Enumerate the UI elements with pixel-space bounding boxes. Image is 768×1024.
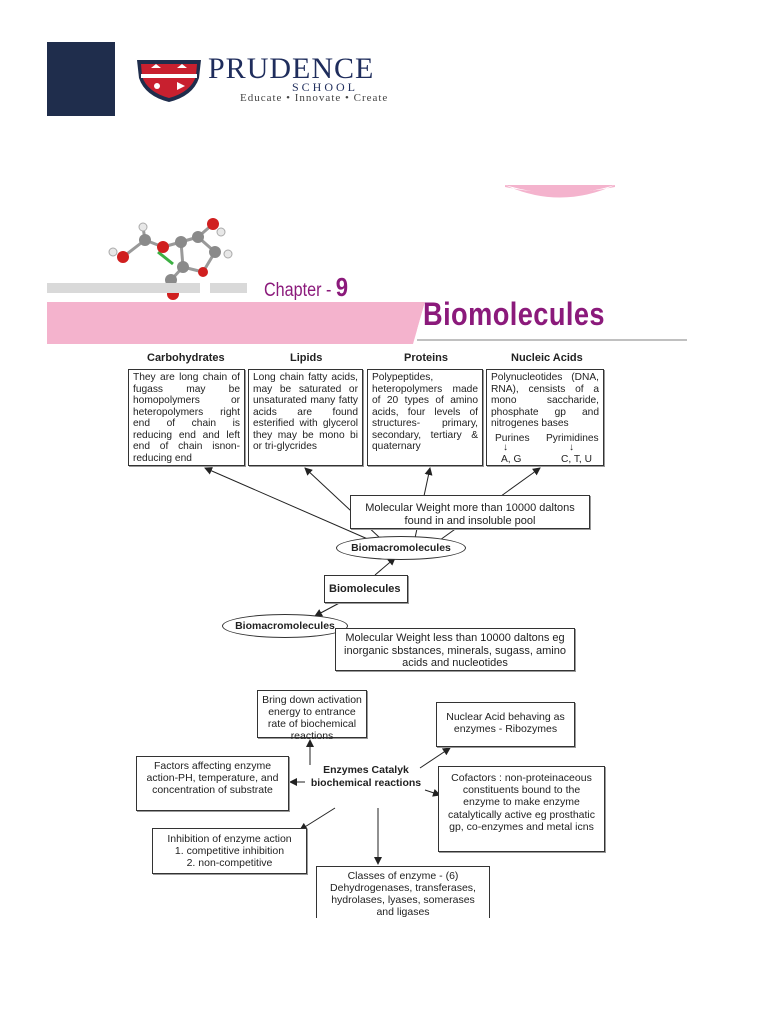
title-underline xyxy=(417,339,687,341)
box-enzyme-classes: Classes of enzyme - (6) Dehydrogenases, … xyxy=(316,866,490,918)
classes-text: Classes of enzyme - (6) Dehydrogenases, … xyxy=(330,870,476,918)
chapter-label-text: Chapter - xyxy=(264,280,336,301)
enzymes-center-label: Enzymes Catalyk biochemical reactions xyxy=(306,764,426,808)
purine-bases: A, G xyxy=(501,453,522,465)
box-lipids: Long chain fatty acids, may be saturated… xyxy=(248,369,363,466)
box-activation-energy: Bring down activation energy to entrance… xyxy=(257,690,367,742)
box-proteins: Polypeptides, heteropolymers made of 20 … xyxy=(367,369,483,466)
inhibition-title: Inhibition of enzyme action xyxy=(167,833,292,845)
biomacromolecules-bottom-label: Biomacromolecules xyxy=(235,620,335,632)
box-inhibition: Inhibition of enzyme action 1. competiti… xyxy=(152,828,307,874)
box-macro-weight: Molecular Weight more than 10000 daltons… xyxy=(350,495,590,529)
bases-subdiagram: Purines Pyrimidines ↓ ↓ A, G C, T, U xyxy=(491,433,599,471)
box-biomolecules: Biomolecules xyxy=(324,575,408,603)
enzymes-center-text: Enzymes Catalyk biochemical reactions xyxy=(310,764,422,789)
grey-accent-bar xyxy=(210,283,247,293)
chapter-title: Biomolecules xyxy=(423,296,605,332)
pink-arc-decoration xyxy=(505,170,615,200)
box-cofactors: Cofactors : non-proteinaceous constituen… xyxy=(438,766,605,852)
purines-label: Purines xyxy=(495,432,530,444)
macro-weight-text: Molecular Weight more than 10000 daltons… xyxy=(365,502,575,527)
school-crest-icon xyxy=(133,56,205,104)
biomacromolecules-top-label: Biomacromolecules xyxy=(351,542,451,554)
heading-carbohydrates: Carbohydrates xyxy=(147,352,225,364)
inhibition-item-1: 1. competitive inhibition xyxy=(174,845,285,857)
biomolecules-label: Biomolecules xyxy=(329,583,401,595)
cofactors-text: Cofactors : non-proteinaceous constituen… xyxy=(447,772,596,833)
box-factors: Factors affecting enzyme action-PH, temp… xyxy=(136,756,289,811)
heading-lipids: Lipids xyxy=(290,352,323,364)
heading-proteins: Proteins xyxy=(404,352,449,364)
factors-text: Factors affecting enzyme action-PH, temp… xyxy=(146,760,279,796)
chapter-label: Chapter - 9 xyxy=(264,272,348,303)
grey-accent-bar xyxy=(47,283,200,293)
ellipse-biomacromolecules-bottom: Biomacromolecules xyxy=(222,614,348,638)
box-ribozymes: Nuclear Acid behaving as enzymes - Riboz… xyxy=(436,702,575,747)
inhibition-item-2: 2. non-competitive xyxy=(186,857,273,869)
brand-tagline: Educate • Innovate • Create xyxy=(240,92,389,104)
header-navy-block xyxy=(47,42,115,116)
box-micro-weight: Molecular Weight less than 10000 daltons… xyxy=(335,628,575,671)
ellipse-biomacromolecules-top: Biomacromolecules xyxy=(336,536,466,560)
brand-sub: SCHOOL xyxy=(292,80,359,94)
heading-nucleic-acids: Nucleic Acids xyxy=(511,352,583,364)
title-band-edge xyxy=(405,302,425,344)
pyrimidine-bases: C, T, U xyxy=(561,453,592,465)
pyrimidines-label: Pyrimidines xyxy=(546,432,599,444)
activation-text: Bring down activation energy to entrance… xyxy=(262,694,362,742)
lipids-text: Long chain fatty acids, may be saturated… xyxy=(253,372,358,452)
box-carbohydrates: They are long chain of fugass may be hom… xyxy=(128,369,245,466)
box-nucleic-acids: Polynucleotides (DNA, RNA), censists of … xyxy=(486,369,604,466)
pyrimidines-arrow-icon: ↓ xyxy=(569,441,574,453)
title-pink-band xyxy=(47,302,417,344)
carbohydrates-text: They are long chain of fugass may be hom… xyxy=(133,372,240,464)
micro-weight-text: Molecular Weight less than 10000 daltons… xyxy=(344,632,566,669)
purines-arrow-icon: ↓ xyxy=(503,441,508,453)
proteins-text: Polypeptides, heteropolymers made of 20 … xyxy=(372,372,478,452)
ribozymes-text: Nuclear Acid behaving as enzymes - Riboz… xyxy=(446,711,565,735)
nucleic-acids-text: Polynucleotides (DNA, RNA), censists of … xyxy=(491,372,599,429)
chapter-number: 9 xyxy=(335,272,349,302)
brand-name: PRUDENCE xyxy=(208,52,375,85)
